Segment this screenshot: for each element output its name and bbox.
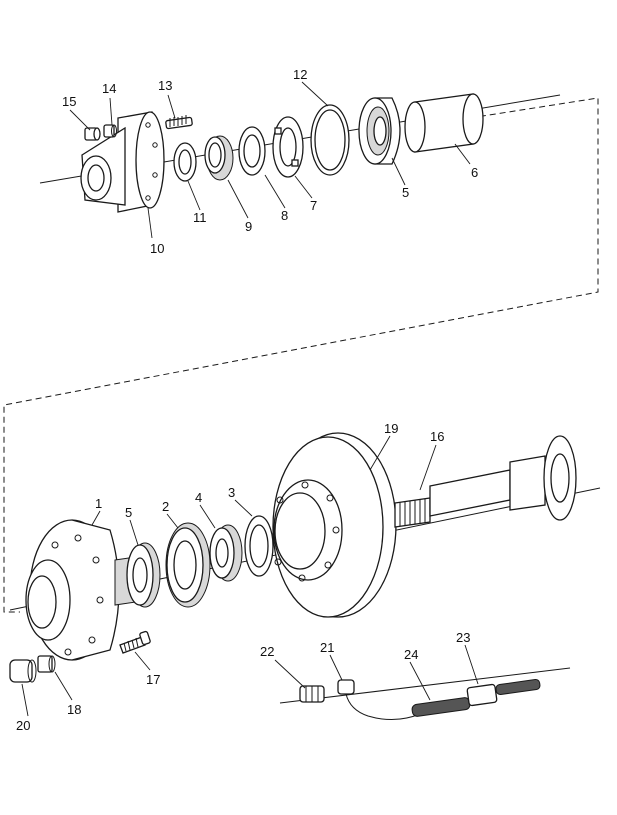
callout-9: 9 <box>245 219 252 234</box>
callout-24: 24 <box>404 647 418 662</box>
callout-21: 21 <box>320 640 334 655</box>
part-16-axle-shaft <box>394 435 577 528</box>
callout-7: 7 <box>310 198 317 213</box>
part-10-hub-housing <box>80 111 165 213</box>
callout-8: 8 <box>281 208 288 223</box>
part-22-sensor-sleeve <box>299 685 325 703</box>
callout-15: 15 <box>62 94 76 109</box>
part-14-washer <box>103 124 117 138</box>
part-2-tone-wheel <box>165 522 211 608</box>
callout-5-top: 5 <box>402 185 409 200</box>
callout-20: 20 <box>16 718 30 733</box>
part-17-bolt <box>119 630 151 654</box>
callout-22: 22 <box>260 644 274 659</box>
part-9-bearing-cone <box>204 135 234 181</box>
dashed-connection-line <box>3 97 599 613</box>
sensor-axis <box>279 667 571 704</box>
part-4-bearing-cone <box>209 524 243 582</box>
part-24-cable-sheath <box>411 697 471 717</box>
callout-16: 16 <box>430 429 444 444</box>
part-20-cap-nut <box>9 659 37 683</box>
part-15-nut <box>84 127 101 141</box>
part-5-bearing-top <box>358 97 401 165</box>
callout-6: 6 <box>471 165 478 180</box>
part-23-connector <box>466 679 541 707</box>
callout-5-bottom: 5 <box>125 505 132 520</box>
callout-4: 4 <box>195 490 202 505</box>
callout-18: 18 <box>67 702 81 717</box>
callout-13: 13 <box>158 78 172 93</box>
callout-19: 19 <box>384 421 398 436</box>
part-5-bearing-bottom <box>126 542 161 608</box>
part-19-brake-disc <box>272 432 397 618</box>
part-1-hub <box>25 519 151 661</box>
part-7-lock-washer <box>272 116 304 178</box>
callout-10: 10 <box>150 241 164 256</box>
callout-17: 17 <box>146 672 160 687</box>
callout-23: 23 <box>456 630 470 645</box>
callout-2: 2 <box>162 499 169 514</box>
part-11-seal-ring <box>173 142 197 182</box>
part-6-sleeve <box>404 93 484 153</box>
part-21-speed-sensor <box>337 679 421 720</box>
callout-11: 11 <box>193 210 207 225</box>
part-13-stud <box>165 115 193 130</box>
part-18-washer <box>37 655 56 673</box>
leader-lines <box>21 81 479 717</box>
part-3-seal <box>244 515 274 577</box>
part-12-snap-ring <box>310 104 350 176</box>
callout-12: 12 <box>293 67 307 82</box>
callout-3: 3 <box>228 485 235 500</box>
callout-14: 14 <box>102 81 116 96</box>
callout-labels: 15 14 13 12 10 11 9 8 7 5 6 1 5 2 4 3 19… <box>16 67 478 733</box>
part-8-thrust-washer <box>238 126 266 176</box>
callout-1: 1 <box>95 496 102 511</box>
